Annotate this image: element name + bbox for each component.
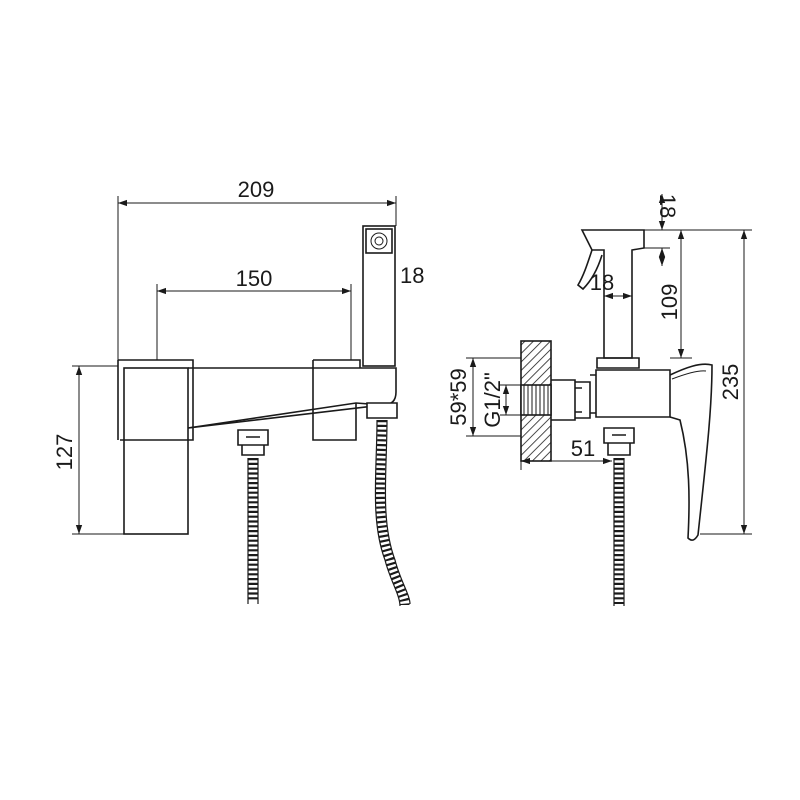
mixer-body-side [595, 369, 671, 418]
connector [551, 379, 591, 421]
lever-handle [669, 363, 713, 541]
dim-overall-width: 209 [238, 177, 275, 202]
dim-top-width: 18 [655, 194, 680, 218]
trigger-lever [576, 249, 603, 291]
shower-hose [375, 419, 410, 606]
dim-handset-width: 18 [400, 263, 424, 288]
spray-head-icon [370, 232, 388, 250]
dim-height: 127 [52, 434, 77, 471]
outlet-nut-right [366, 402, 398, 419]
dim-thread: G1/2" [480, 372, 505, 428]
side-view: 18 18 109 235 59*59 G1/2" 51 [446, 194, 752, 606]
dim-projection: 51 [571, 436, 595, 461]
dim-center-distance: 150 [236, 266, 273, 291]
wall-plate [118, 359, 194, 441]
dim-handset-height: 109 [657, 284, 682, 321]
dim-handset-depth: 18 [590, 270, 614, 295]
spout-body [187, 367, 397, 429]
handset-front [362, 225, 396, 367]
front-view: 209 150 18 127 [52, 177, 424, 607]
holder-block [312, 359, 361, 441]
dim-total-height: 235 [718, 364, 743, 401]
mixer-body [123, 367, 189, 535]
dim-plate-size: 59*59 [446, 368, 471, 426]
